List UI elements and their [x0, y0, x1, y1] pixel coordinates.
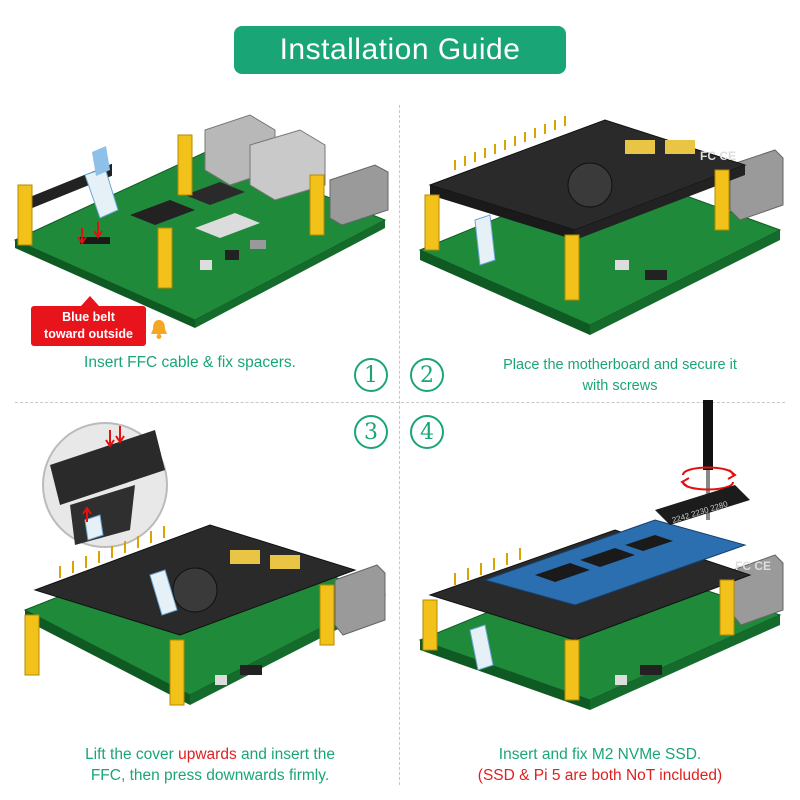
step1-illustration: [13, 114, 389, 328]
step-number-4: 4: [410, 415, 444, 449]
step3-caption-line1: Lift the cover upwards and insert the: [30, 744, 390, 765]
bell-icon: [151, 320, 167, 339]
step4-caption-line1: Insert and fix M2 NVMe SSD.: [498, 746, 702, 763]
horizontal-divider: [15, 402, 785, 403]
step3-text-b: and insert the: [236, 746, 335, 763]
step2-caption-line2: with screws: [582, 378, 658, 394]
step3-caption-line2: FFC, then press downwards firmly.: [90, 767, 330, 784]
step-number-1: 1: [354, 358, 388, 392]
warning-label: Blue belt toward outside: [31, 296, 146, 346]
step3-text-red: upwards: [178, 746, 237, 763]
step4-illustration: 2242 2230 2280 FC CE: [418, 400, 784, 710]
warning-line1: Blue belt: [62, 310, 115, 324]
page-title: Installation Guide: [234, 26, 566, 74]
step2-caption-line1: Place the motherboard and secure it: [503, 357, 737, 373]
step1-caption: Insert FFC cable & fix spacers.: [40, 352, 340, 373]
step3-illustration: [23, 422, 387, 706]
vertical-divider: [399, 105, 400, 785]
fcc-ce-mark: FC CE: [700, 149, 736, 163]
step-number-3: 3: [354, 415, 388, 449]
step3-caption: Lift the cover upwards and insert the FF…: [30, 744, 390, 786]
step4-caption-line2: (SSD & Pi 5 are both NoT included): [477, 767, 723, 784]
fcc-ce-mark-4: FC CE: [735, 559, 771, 573]
step2-caption: Place the motherboard and secure it with…: [455, 355, 785, 397]
step4-caption: Insert and fix M2 NVMe SSD. (SSD & Pi 5 …: [430, 744, 770, 786]
step1-caption-text: Insert FFC cable & fix spacers.: [84, 354, 296, 371]
step2-illustration: FC CE: [418, 116, 784, 335]
step3-text-a: Lift the cover: [85, 746, 179, 763]
warning-line2: toward outside: [44, 327, 133, 341]
step-number-2: 2: [410, 358, 444, 392]
